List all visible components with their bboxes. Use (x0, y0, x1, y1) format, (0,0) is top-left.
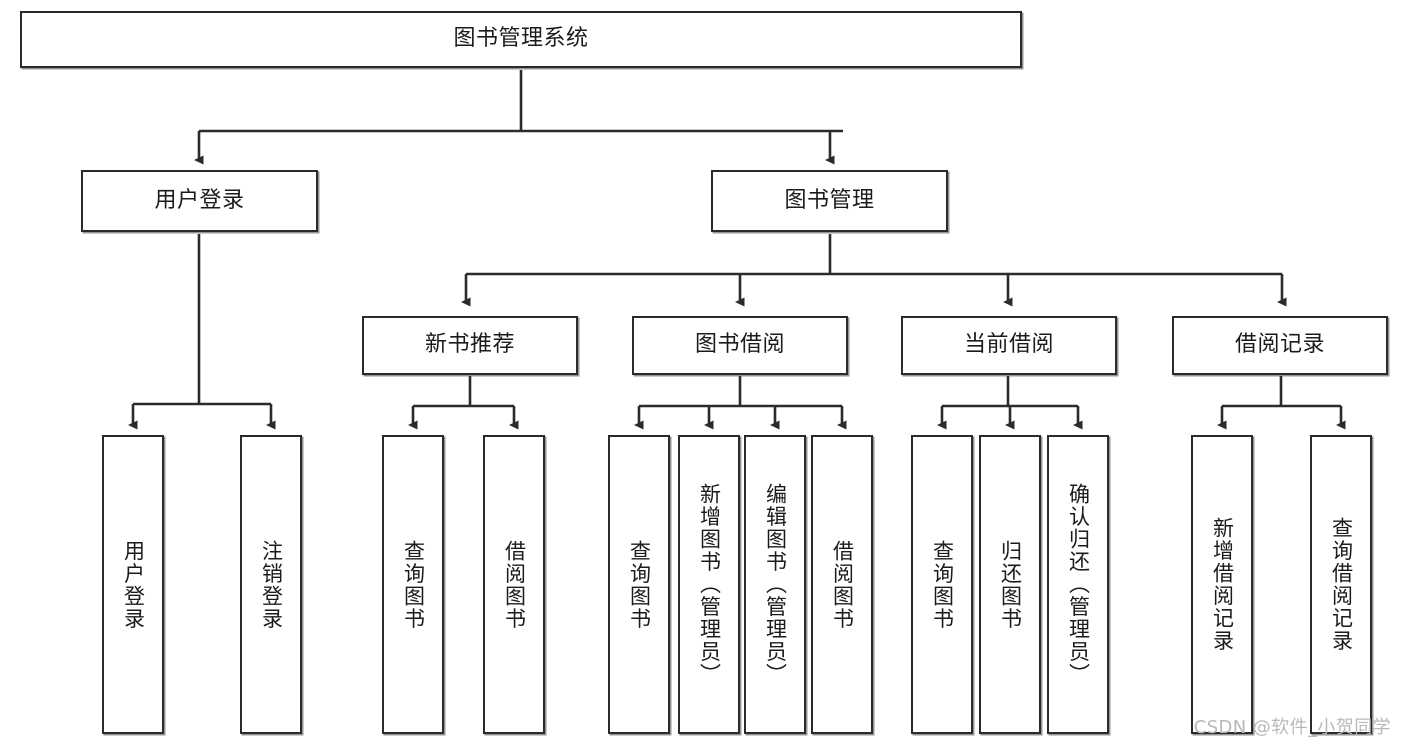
leaf-user-logout[interactable]: 注销登录 (240, 435, 302, 734)
leaf-query-book-current[interactable]: 查询图书 (911, 435, 973, 734)
node-label: 新书推荐 (424, 332, 515, 358)
node-label: 图书管理系统 (453, 26, 589, 52)
node-label: 当前借阅 (963, 332, 1054, 358)
node-label: 编辑图书（管理员） (763, 483, 788, 686)
leaf-query-borrow-record[interactable]: 查询借阅记录 (1310, 435, 1372, 734)
leaf-return-book[interactable]: 归还图书 (979, 435, 1041, 734)
node-label: 查询图书 (627, 539, 652, 630)
node-label: 新增图书（管理员） (697, 483, 722, 686)
node-label: 确认归还（管理员） (1066, 483, 1091, 686)
node-borrow-record[interactable]: 借阅记录 (1172, 316, 1388, 375)
node-user-login[interactable]: 用户登录 (81, 170, 318, 232)
node-label: 借阅图书 (830, 539, 855, 630)
node-label: 借阅图书 (502, 539, 527, 630)
node-label: 用户登录 (154, 187, 245, 213)
node-label: 图书管理 (784, 187, 875, 213)
node-label: 查询借阅记录 (1329, 517, 1354, 652)
leaf-confirm-return-admin[interactable]: 确认归还（管理员） (1047, 435, 1109, 734)
node-label: 归还图书 (998, 539, 1023, 630)
node-label: 新增借阅记录 (1210, 517, 1235, 652)
node-label: 用户登录 (121, 539, 146, 630)
leaf-query-book-recommend[interactable]: 查询图书 (382, 435, 444, 734)
leaf-user-login[interactable]: 用户登录 (102, 435, 164, 734)
leaf-add-book-admin[interactable]: 新增图书（管理员） (678, 435, 740, 734)
node-root-book-management-system[interactable]: 图书管理系统 (20, 11, 1022, 68)
node-book-borrow[interactable]: 图书借阅 (632, 316, 848, 375)
leaf-borrow-book-recommend[interactable]: 借阅图书 (483, 435, 545, 734)
node-new-book-recommend[interactable]: 新书推荐 (362, 316, 578, 375)
node-label: 查询图书 (401, 539, 426, 630)
leaf-add-borrow-record[interactable]: 新增借阅记录 (1191, 435, 1253, 734)
leaf-borrow-book[interactable]: 借阅图书 (811, 435, 873, 734)
node-label: 查询图书 (930, 539, 955, 630)
node-book-management[interactable]: 图书管理 (711, 170, 948, 232)
node-label: 注销登录 (259, 539, 284, 630)
node-label: 借阅记录 (1234, 332, 1325, 358)
leaf-query-book-borrow[interactable]: 查询图书 (608, 435, 670, 734)
leaf-edit-book-admin[interactable]: 编辑图书（管理员） (744, 435, 806, 734)
node-label: 图书借阅 (694, 332, 785, 358)
node-current-borrow[interactable]: 当前借阅 (901, 316, 1117, 375)
